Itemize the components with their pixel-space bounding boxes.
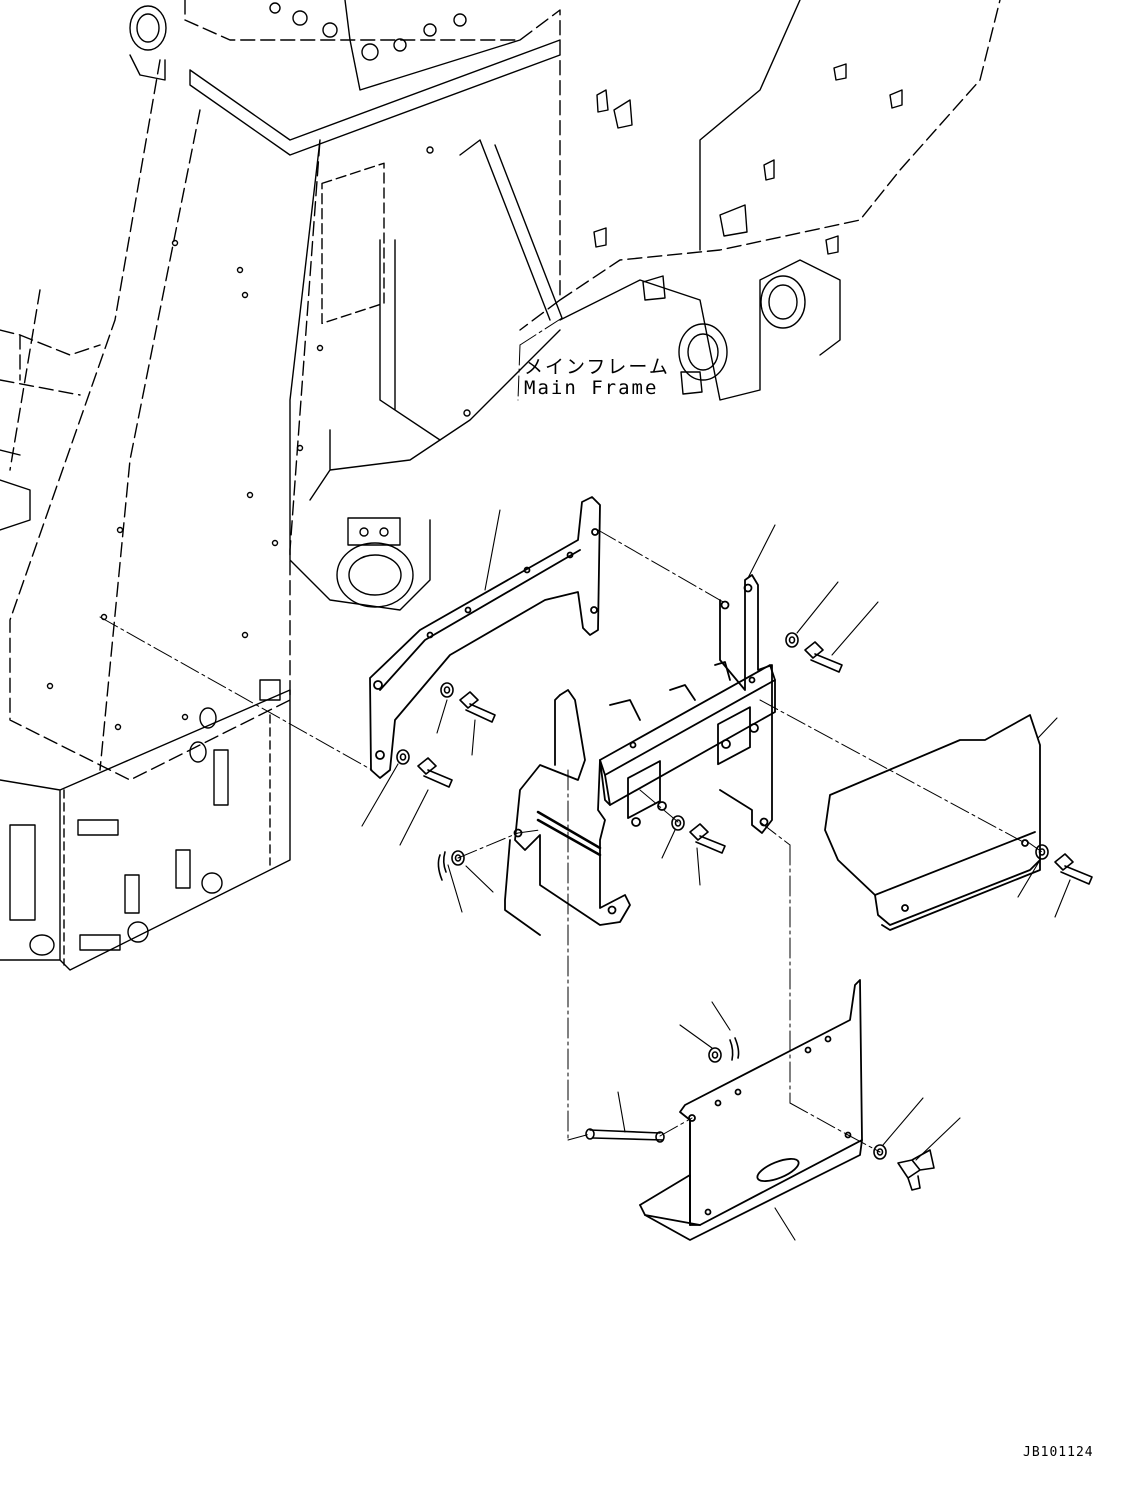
frame-lugs xyxy=(594,64,902,394)
main-frame-label-en: Main Frame xyxy=(524,377,659,399)
washer xyxy=(1036,845,1048,859)
washer xyxy=(709,1048,721,1062)
frame-right-lower xyxy=(560,260,840,400)
center-cover-plate xyxy=(505,690,630,935)
right-hinge-bracket xyxy=(720,575,772,833)
frame-lower-arm xyxy=(310,330,560,500)
frame-right-hub-b xyxy=(679,324,727,380)
bolt xyxy=(418,758,452,787)
frame-tower-left xyxy=(10,60,320,780)
wing-nut xyxy=(898,1150,934,1190)
left-mounting-bracket xyxy=(370,497,600,778)
clip xyxy=(438,852,446,880)
bolt xyxy=(690,824,725,853)
hinge-left xyxy=(628,761,660,818)
lower-tray xyxy=(640,980,862,1240)
frame-inner-plate xyxy=(322,163,384,323)
top-bolts xyxy=(270,3,466,60)
frame-tower-right xyxy=(290,140,430,610)
leader-lines xyxy=(362,510,1070,1240)
washer xyxy=(672,816,684,830)
frame-right-hub-a xyxy=(761,276,805,328)
frame-pivot-hub xyxy=(337,543,413,607)
frame-lower-box xyxy=(0,690,290,970)
frame-cross-member xyxy=(0,290,100,470)
washer xyxy=(452,851,464,865)
main-frame-assembly xyxy=(0,0,1000,970)
frame-top-panel xyxy=(345,0,520,90)
washer xyxy=(786,633,798,647)
right-side-cover xyxy=(825,715,1040,930)
alignment-lines xyxy=(100,318,1042,1152)
frame-hub-top xyxy=(130,6,166,50)
washer xyxy=(441,683,453,697)
fasteners xyxy=(397,633,1092,1190)
frame-top-box xyxy=(185,0,560,330)
clip xyxy=(730,1038,739,1060)
frame-box-features xyxy=(10,680,280,955)
tray-holes xyxy=(689,1037,851,1215)
tray-handle-slot xyxy=(755,1154,802,1185)
frame-tower-edge xyxy=(100,110,200,770)
bolt xyxy=(1055,854,1092,884)
hinge-cover-plate xyxy=(600,662,775,826)
frame-right-body xyxy=(560,0,1000,300)
drawing-code: JB101124 xyxy=(1023,1445,1094,1460)
washer xyxy=(397,750,409,764)
retaining-pin xyxy=(586,1129,664,1142)
frame-strut xyxy=(460,140,562,320)
bolt xyxy=(460,692,495,722)
frame-top-plate xyxy=(190,40,560,155)
bolt xyxy=(805,642,842,672)
washer xyxy=(874,1145,886,1159)
main-frame-label-jp: メインフレーム xyxy=(524,356,670,378)
